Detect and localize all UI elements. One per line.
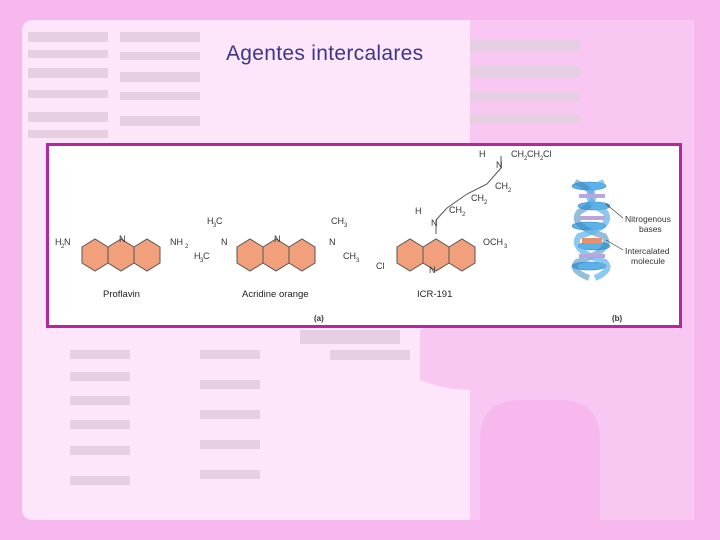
- svg-text:CH: CH: [495, 181, 508, 191]
- caption-acridine-orange: Acridine orange: [242, 289, 309, 300]
- svg-text:3: 3: [356, 258, 360, 264]
- svg-text:CH: CH: [449, 205, 462, 215]
- intercalated-molecule-mark: [582, 238, 602, 243]
- svg-text:H: H: [415, 206, 422, 216]
- svg-text:Cl: Cl: [543, 149, 552, 159]
- svg-text:H: H: [479, 149, 486, 159]
- svg-text:Cl: Cl: [376, 261, 385, 271]
- svg-text:CH: CH: [511, 149, 524, 159]
- svg-text:NH: NH: [170, 237, 183, 247]
- svg-text:3: 3: [213, 223, 217, 229]
- svg-text:N: N: [119, 234, 126, 244]
- svg-text:2: 2: [484, 200, 488, 206]
- svg-text:2: 2: [61, 244, 65, 250]
- svg-text:C: C: [203, 251, 210, 261]
- slide-title: Agentes intercalares: [226, 42, 424, 65]
- svg-text:3: 3: [504, 244, 508, 250]
- caption-icr-191: ICR-191: [417, 289, 453, 300]
- svg-text:N: N: [64, 237, 71, 247]
- svg-text:CH: CH: [331, 216, 344, 226]
- svg-text:2: 2: [462, 212, 466, 218]
- svg-text:3: 3: [344, 223, 348, 229]
- svg-text:C: C: [216, 216, 223, 226]
- svg-text:2: 2: [508, 188, 512, 194]
- svg-text:N: N: [429, 265, 436, 275]
- svg-text:CH: CH: [471, 193, 484, 203]
- svg-text:2: 2: [540, 156, 544, 162]
- dna-helix: [571, 179, 624, 281]
- caption-proflavin: Proflavin: [103, 289, 140, 300]
- panel-label-b: (b): [612, 314, 623, 323]
- svg-text:H: H: [207, 216, 214, 226]
- panel-label-a: (a): [314, 314, 324, 323]
- svg-text:CH: CH: [527, 149, 540, 159]
- svg-text:H: H: [194, 251, 201, 261]
- svg-text:2: 2: [524, 156, 528, 162]
- svg-text:2: 2: [185, 244, 189, 250]
- svg-text:3: 3: [200, 258, 204, 264]
- svg-text:N: N: [274, 234, 281, 244]
- svg-text:N: N: [496, 160, 503, 170]
- svg-text:N: N: [431, 218, 438, 228]
- svg-text:N: N: [221, 237, 228, 247]
- svg-text:CH: CH: [343, 251, 356, 261]
- svg-text:N: N: [329, 237, 336, 247]
- svg-text:OCH: OCH: [483, 237, 503, 247]
- icr-191-structure: [396, 238, 476, 272]
- svg-text:H: H: [55, 237, 62, 247]
